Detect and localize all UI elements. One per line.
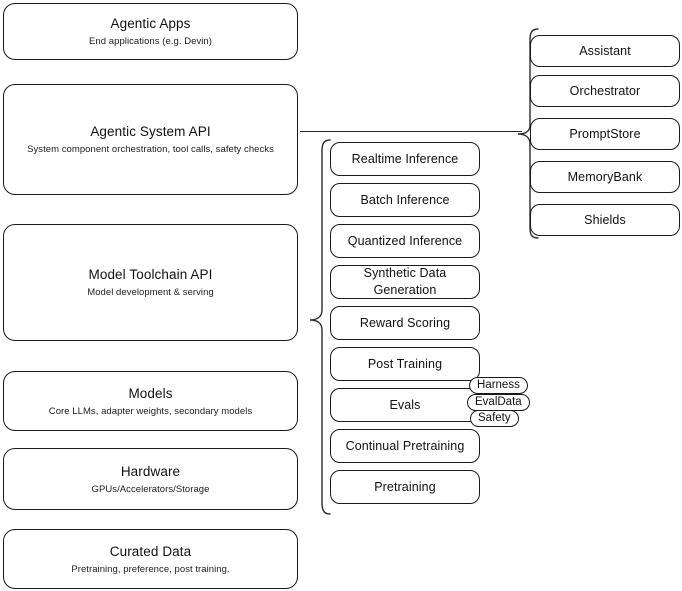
capability-label: Continual Pretraining <box>345 438 465 453</box>
layer-subtitle: GPUs/Accelerators/Storage <box>91 483 210 495</box>
component-box-shields[interactable]: Shields <box>530 204 680 236</box>
layer-box-agentic-apps[interactable]: Agentic Apps End applications (e.g. Devi… <box>3 3 298 60</box>
layer-box-models[interactable]: Models Core LLMs, adapter weights, secon… <box>3 371 298 431</box>
layer-subtitle: Core LLMs, adapter weights, secondary mo… <box>48 405 253 417</box>
layer-subtitle: Model development & serving <box>87 287 214 298</box>
component-label: MemoryBank <box>567 169 643 184</box>
capability-box-batch-inference[interactable]: Batch Inference <box>330 183 480 217</box>
capability-box-quantized-inference[interactable]: Quantized Inference <box>330 224 480 258</box>
layer-subtitle: Pretraining, preference, post training. <box>71 563 230 575</box>
capability-label: Synthetic Data Generation <box>363 266 447 297</box>
capability-box-evals[interactable]: Evals <box>330 388 480 422</box>
component-label: Orchestrator <box>569 83 641 98</box>
capability-box-continual-pretraining[interactable]: Continual Pretraining <box>330 429 480 463</box>
capability-box-reward-scoring[interactable]: Reward Scoring <box>330 306 480 340</box>
layer-box-curated-data[interactable]: Curated Data Pretraining, preference, po… <box>3 529 298 589</box>
component-box-assistant[interactable]: Assistant <box>530 35 680 67</box>
component-box-promptstore[interactable]: PromptStore <box>530 118 680 150</box>
brace-toolchain-capabilities <box>308 138 332 518</box>
connector-system-api-to-components <box>300 131 522 133</box>
component-box-memorybank[interactable]: MemoryBank <box>530 161 680 193</box>
component-label: PromptStore <box>569 126 641 141</box>
component-box-orchestrator[interactable]: Orchestrator <box>530 75 680 107</box>
layer-subtitle: End applications (e.g. Devin) <box>89 36 212 47</box>
capability-label: Quantized Inference <box>347 233 463 248</box>
layer-title: Agentic System API <box>90 124 211 139</box>
capability-box-realtime-inference[interactable]: Realtime Inference <box>330 142 480 176</box>
component-label: Assistant <box>579 43 631 58</box>
eval-badge-harness[interactable]: Harness <box>469 377 528 394</box>
layer-box-hardware[interactable]: Hardware GPUs/Accelerators/Storage <box>3 448 298 510</box>
layer-title: Curated Data <box>109 543 192 559</box>
capability-label: Batch Inference <box>360 192 450 207</box>
capability-label: Reward Scoring <box>359 315 451 330</box>
eval-badge-safety[interactable]: Safety <box>470 410 519 427</box>
capability-box-post-training[interactable]: Post Training <box>330 347 480 381</box>
capability-label: Realtime Inference <box>351 151 459 166</box>
brace-system-components <box>516 27 540 242</box>
layer-title: Models <box>128 385 173 401</box>
capability-box-pretraining[interactable]: Pretraining <box>330 470 480 504</box>
layer-subtitle: System component orchestration, tool cal… <box>27 144 274 155</box>
capability-label: Pretraining <box>374 479 436 494</box>
component-label: Shields <box>584 212 626 227</box>
capability-label: Post Training <box>367 356 443 371</box>
capability-label: Evals <box>389 397 421 412</box>
layer-title: Model Toolchain API <box>88 267 213 282</box>
layer-title: Agentic Apps <box>110 16 191 31</box>
layer-title: Hardware <box>120 463 181 479</box>
layer-box-agentic-system-api[interactable]: Agentic System API System component orch… <box>3 84 298 195</box>
eval-badge-evaldata[interactable]: EvalData <box>467 394 530 411</box>
capability-box-synthetic-data-generation[interactable]: Synthetic Data Generation <box>330 265 480 299</box>
layer-box-model-toolchain-api[interactable]: Model Toolchain API Model development & … <box>3 224 298 341</box>
